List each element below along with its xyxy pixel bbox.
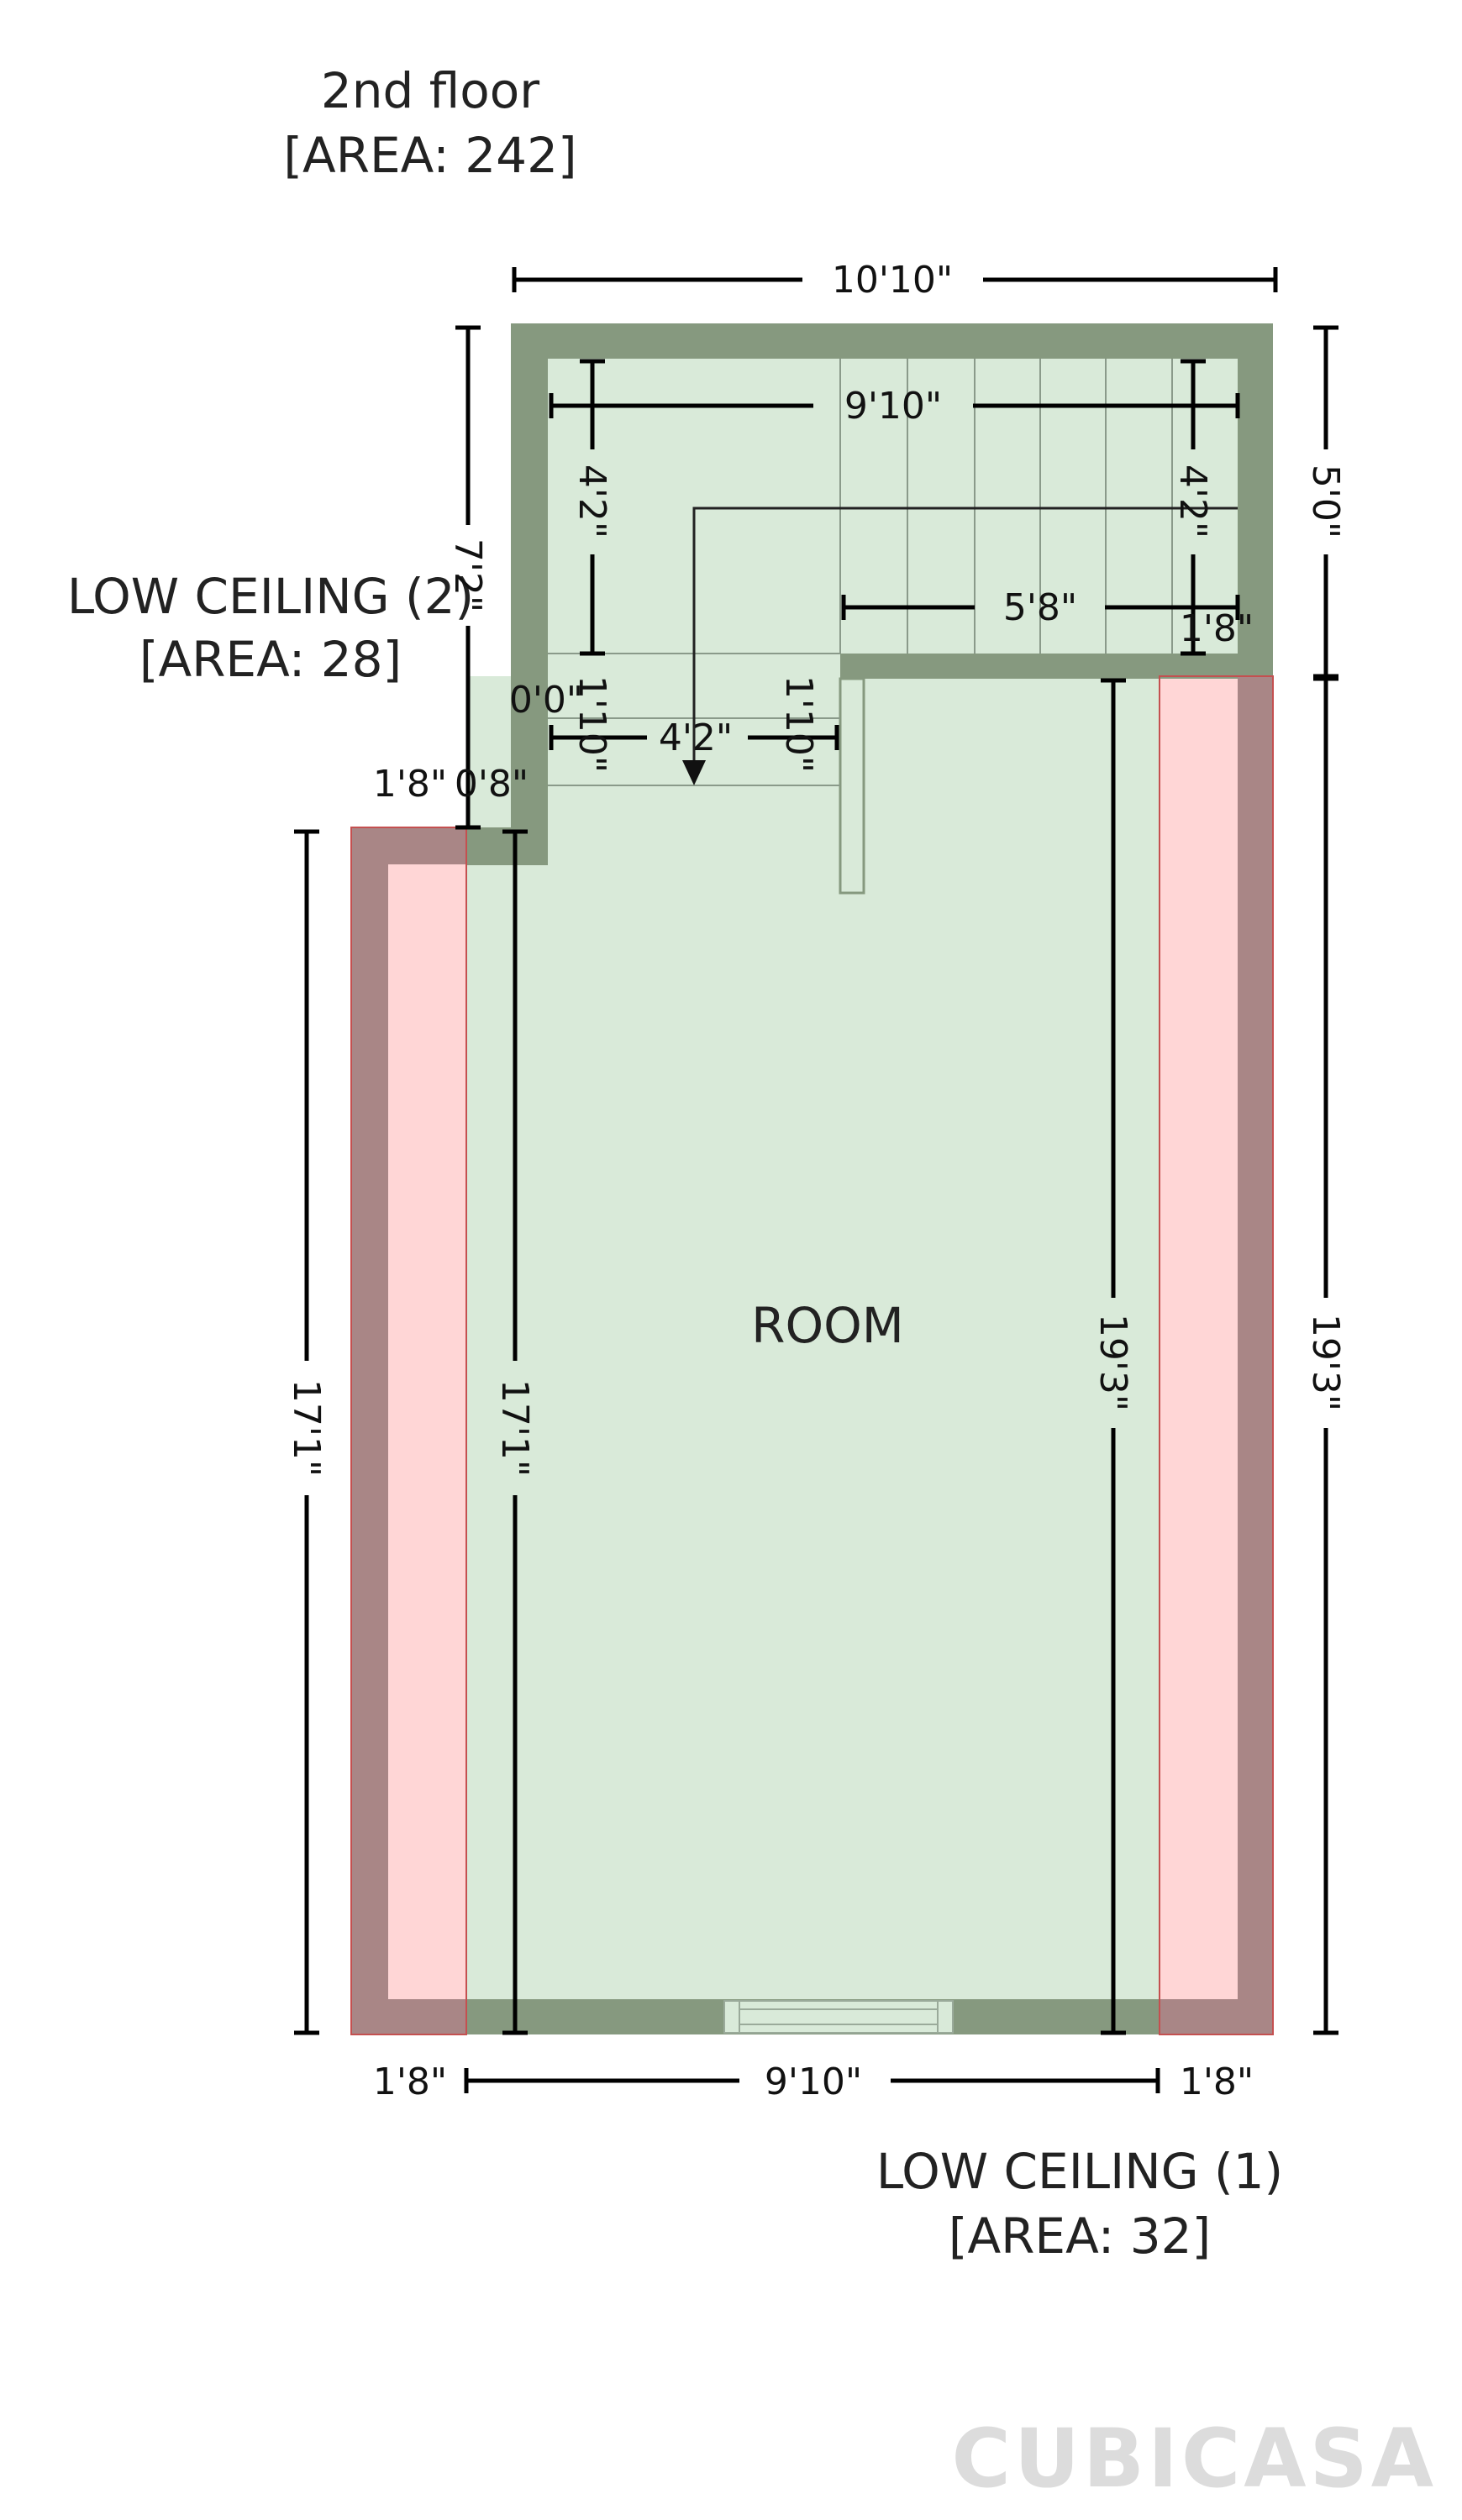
dim-left-outer: 17'1" [285, 829, 328, 2035]
dim-bottom-right: 1'8" [1180, 2061, 1254, 2103]
svg-text:19'3": 19'3" [1304, 1314, 1347, 1411]
low-ceiling-2-outline [350, 827, 467, 2035]
dim-stair-left-height: 4'2" [571, 359, 613, 656]
dim-landing-zero: 0'0" [509, 679, 583, 722]
svg-text:4'2": 4'2" [659, 717, 733, 759]
svg-text:5'0": 5'0" [1304, 465, 1347, 538]
dim-landing-width: 4'2" [549, 717, 839, 759]
low-ceiling-walls [351, 676, 1273, 2034]
dim-bottom-mid: 9'10" [464, 2061, 1160, 2103]
dim-top-width: 10'10" [512, 259, 1278, 302]
cubicasa-logo: CUBICASA [952, 2412, 1437, 2506]
stair-area-floor [546, 357, 1239, 680]
dim-left-inner: 17'1" [493, 829, 536, 2035]
svg-text:4'2": 4'2" [1171, 465, 1214, 538]
partition-post [839, 677, 865, 895]
svg-text:9'10": 9'10" [765, 2061, 862, 2103]
dim-stair-right-height: 4'2" [1171, 359, 1214, 656]
dim-left-top: 7'2" [446, 325, 489, 830]
dim-landing-left: 1'10" [571, 675, 613, 773]
svg-text:7'2": 7'2" [446, 538, 489, 612]
window [723, 2000, 954, 2034]
dim-right-inner: 19'3" [1091, 678, 1134, 2035]
low-ceiling-2-area: [AREA: 28] [139, 631, 402, 688]
stair-direction-arrow-icon [682, 760, 706, 785]
low-ceiling-1-area: [AREA: 32] [949, 2208, 1211, 2265]
svg-text:1'8": 1'8" [1180, 607, 1254, 650]
stair-direction-line [692, 507, 1238, 764]
svg-text:17'1": 17'1" [285, 1379, 328, 1477]
dim-left-offset-a: 1'8" [373, 763, 447, 806]
low-ceiling-1-label: LOW CEILING (1) [876, 2143, 1283, 2200]
svg-text:4'2": 4'2" [571, 465, 613, 538]
low-ceiling-2-label: LOW CEILING (2) [67, 568, 474, 625]
walls [466, 323, 1273, 2034]
room-floor [466, 676, 1160, 2033]
dim-left-offset-b: 0'8" [455, 763, 529, 806]
svg-text:9'10": 9'10" [844, 385, 942, 428]
svg-text:5'8": 5'8" [1003, 586, 1077, 629]
floor-area: [AREA: 242] [283, 127, 576, 184]
dim-right-outer: 19'3" [1304, 676, 1347, 2035]
dim-right-top: 5'0" [1304, 325, 1347, 679]
low-ceiling-1-outline [1159, 675, 1274, 2035]
svg-text:17'1": 17'1" [493, 1379, 536, 1477]
dim-stair-step: 1'8" [1180, 595, 1254, 650]
svg-text:19'3": 19'3" [1091, 1314, 1134, 1411]
dim-stair-run: 5'8" [841, 586, 1193, 629]
room-label: ROOM [751, 1297, 904, 1354]
svg-text:10'10": 10'10" [832, 259, 953, 302]
floor-title: 2nd floor [321, 62, 539, 119]
dim-bottom-left: 1'8" [373, 2061, 447, 2103]
dim-landing-right: 1'10" [777, 675, 820, 773]
